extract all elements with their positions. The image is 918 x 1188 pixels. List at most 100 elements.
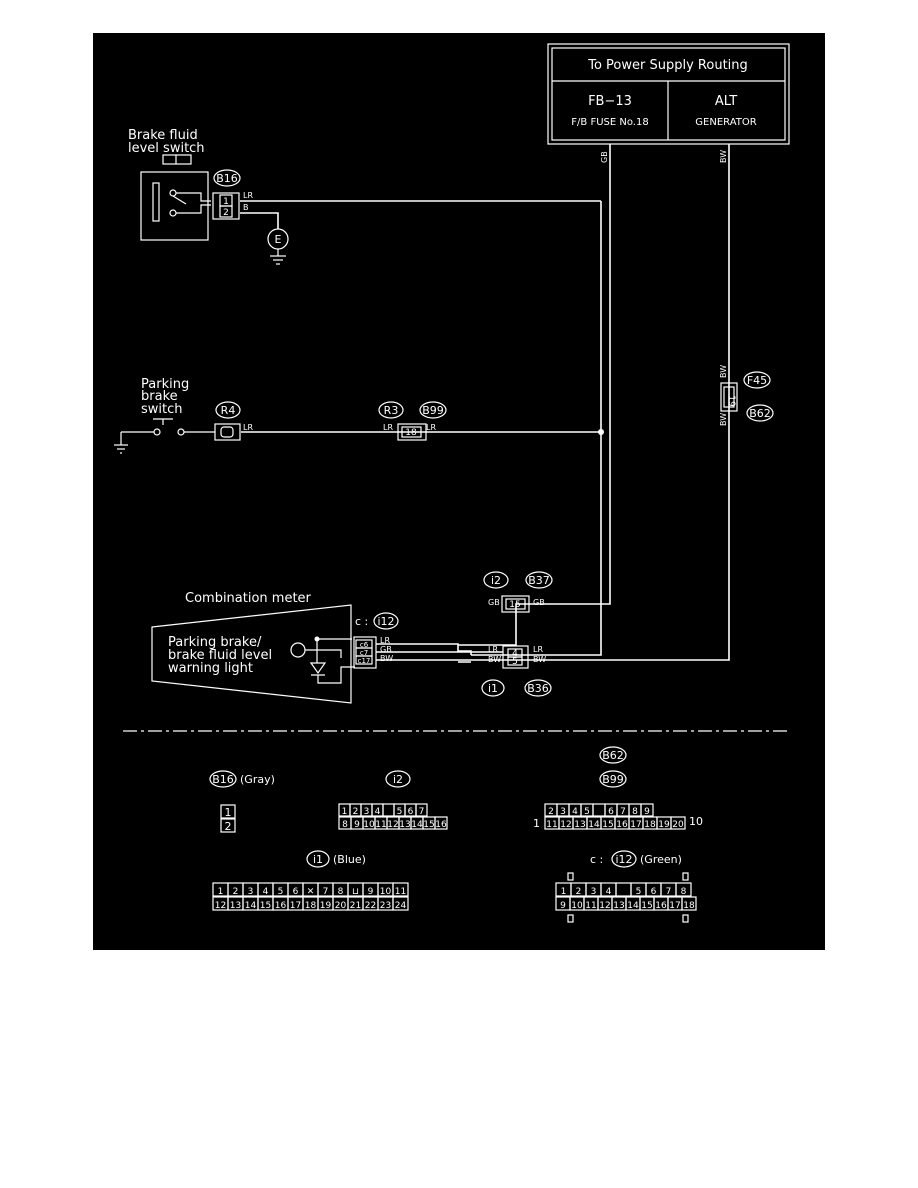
connector-f45-b62: 19 F45 B62 <box>720 371 774 422</box>
key-b62-row2-pin: 12 <box>560 820 571 830</box>
generator-label: GENERATOR <box>695 117 756 128</box>
key-b62-row1-pin: 6 <box>608 807 614 817</box>
key-b62-row2-pin: 17 <box>630 820 641 830</box>
key-i1-row2-pin: 13 <box>230 901 241 911</box>
parking-label-2: brake <box>141 389 178 404</box>
wire-label-gb-b37: GB <box>533 598 545 607</box>
key-i1-row2-pin: 18 <box>305 901 317 911</box>
meter-wire-bw: BW <box>380 654 393 663</box>
key-i2-row1-pin: 7 <box>419 807 425 817</box>
key-b62-row2-pin: 14 <box>588 820 600 830</box>
key-b16-color: (Gray) <box>240 773 275 786</box>
wire-label-bw-upper: BW <box>719 365 728 378</box>
key-i2-row2-pin: 9 <box>354 820 360 830</box>
key-b62-id: B62 <box>602 749 624 762</box>
key-i12-row2-pin: 11 <box>585 901 596 911</box>
key-i12-row2-pin: 16 <box>655 901 667 911</box>
key-i2-row2-pin: 15 <box>423 820 434 830</box>
connector-f45-id: F45 <box>747 374 767 387</box>
wire-label-lr-i1: LR <box>488 645 498 654</box>
connector-r3-b99: R3 B99 18 <box>378 401 447 441</box>
key-b99-id: B99 <box>602 773 624 786</box>
brake-fluid-level-switch: Brake fluid level switch <box>128 128 211 241</box>
ground-e: E <box>267 228 289 265</box>
brake-fluid-label-2: level switch <box>128 141 205 156</box>
connector-r4-id: R4 <box>221 404 236 417</box>
key-b62-right-pin: 10 <box>689 815 703 828</box>
combination-meter: Combination meter Parking brake/ brake f… <box>151 591 355 704</box>
key-i2-row1-pin: 5 <box>397 807 403 817</box>
key-i2-row2-pin: 12 <box>387 820 398 830</box>
key-i1-row2-pin: 21 <box>350 901 361 911</box>
meter-wire-lr: LR <box>380 636 390 645</box>
key-i2-row1-pin: 3 <box>364 807 370 817</box>
meter-wire-gb: GB <box>380 645 392 654</box>
b16-pin-2: 2 <box>223 208 229 218</box>
wire-label-bw-lower: BW <box>719 413 728 426</box>
key-b62-row1-pin: 3 <box>560 807 566 817</box>
connector-i1-id: i1 <box>488 682 498 695</box>
key-i12-row2-pin: 13 <box>613 901 624 911</box>
meter-conn-prefix: c : <box>355 615 368 628</box>
warning-light-label-2: brake fluid level <box>168 648 272 663</box>
key-i12-row1-cell <box>675 882 692 897</box>
key-i1-id: i1 <box>313 853 323 866</box>
parking-label-1: Parking <box>141 377 189 392</box>
key-i1-row2-pin: 19 <box>320 901 332 911</box>
key-i1-row1-pin: 1 <box>218 887 224 897</box>
r3-pin-18: 18 <box>405 428 417 438</box>
key-b62-row1-pin: 8 <box>632 807 638 817</box>
key-i2-row2-pin: 14 <box>411 820 423 830</box>
i1-pin-4: 4 <box>512 649 518 659</box>
key-i1-row2-pin: 12 <box>215 901 226 911</box>
i1-pin-5: 5 <box>512 657 518 667</box>
key-i2-row1-pin: 1 <box>342 807 348 817</box>
key-b16-pin-2: 2 <box>225 820 232 833</box>
key-i1-row1-pin: 4 <box>263 887 269 897</box>
key-b62-left-pin: 1 <box>533 817 540 830</box>
key-b62-row1-pin: 2 <box>548 807 554 817</box>
key-b62-row2-pin: 16 <box>616 820 628 830</box>
connector-r4: R4 <box>214 401 241 441</box>
key-i1-row2-cell <box>392 896 409 911</box>
key-b16: B16 (Gray) 1 2 <box>209 770 275 833</box>
parking-label-3: switch <box>141 402 183 417</box>
meter-pin-c7: c7 <box>360 649 368 657</box>
key-b62-row2-pin: 18 <box>644 820 656 830</box>
connector-b37-id: B37 <box>528 574 550 587</box>
key-b62-row2-pin: 13 <box>574 820 585 830</box>
wire-label-lr-b36: LR <box>533 645 543 654</box>
key-i1-row1-pin: 2 <box>233 887 239 897</box>
connector-i12-id: i12 <box>377 615 394 628</box>
key-i12-row1-pin: 6 <box>651 887 657 897</box>
key-i1-row1-pin: 10 <box>380 887 392 897</box>
key-i12-row1-pin: 2 <box>576 887 582 897</box>
key-i2-row2-pin: 10 <box>363 820 375 830</box>
key-i1-row2-pin: 16 <box>275 901 287 911</box>
key-i2-row1-pin: 6 <box>408 807 414 817</box>
connector-b99-id: B99 <box>422 404 444 417</box>
fuse-label: F/B FUSE No.18 <box>571 117 648 128</box>
key-i1-color: (Blue) <box>333 853 366 866</box>
key-b16-pin-1: 1 <box>225 806 232 819</box>
key-i1-row2-pin: 24 <box>395 901 407 911</box>
key-b62-row1-pin: 5 <box>584 807 590 817</box>
key-b62-row2-pin: 20 <box>672 820 684 830</box>
key-i1-row2-pin: 15 <box>260 901 271 911</box>
key-i1-row2-pin: 22 <box>365 901 376 911</box>
wire-label-lr-b16: LR <box>243 191 253 200</box>
key-b62-row2-pin: 19 <box>658 820 670 830</box>
f45-pin-19: 19 <box>726 395 736 407</box>
key-i12-id: i12 <box>615 853 632 866</box>
key-b62-row1-pin: 4 <box>572 807 578 817</box>
wire-label-b-b16: B <box>243 203 249 212</box>
key-i1-row1-pin: ✕ <box>307 887 315 897</box>
connector-b62-id: B62 <box>749 407 771 420</box>
key-i1-row1-cell <box>392 882 409 897</box>
key-i1-row1-pin: 5 <box>278 887 284 897</box>
connector-i12-meter: c : i12 c6 c7 c17 LR GB BW <box>353 612 503 669</box>
alt-label: ALT <box>715 94 737 109</box>
